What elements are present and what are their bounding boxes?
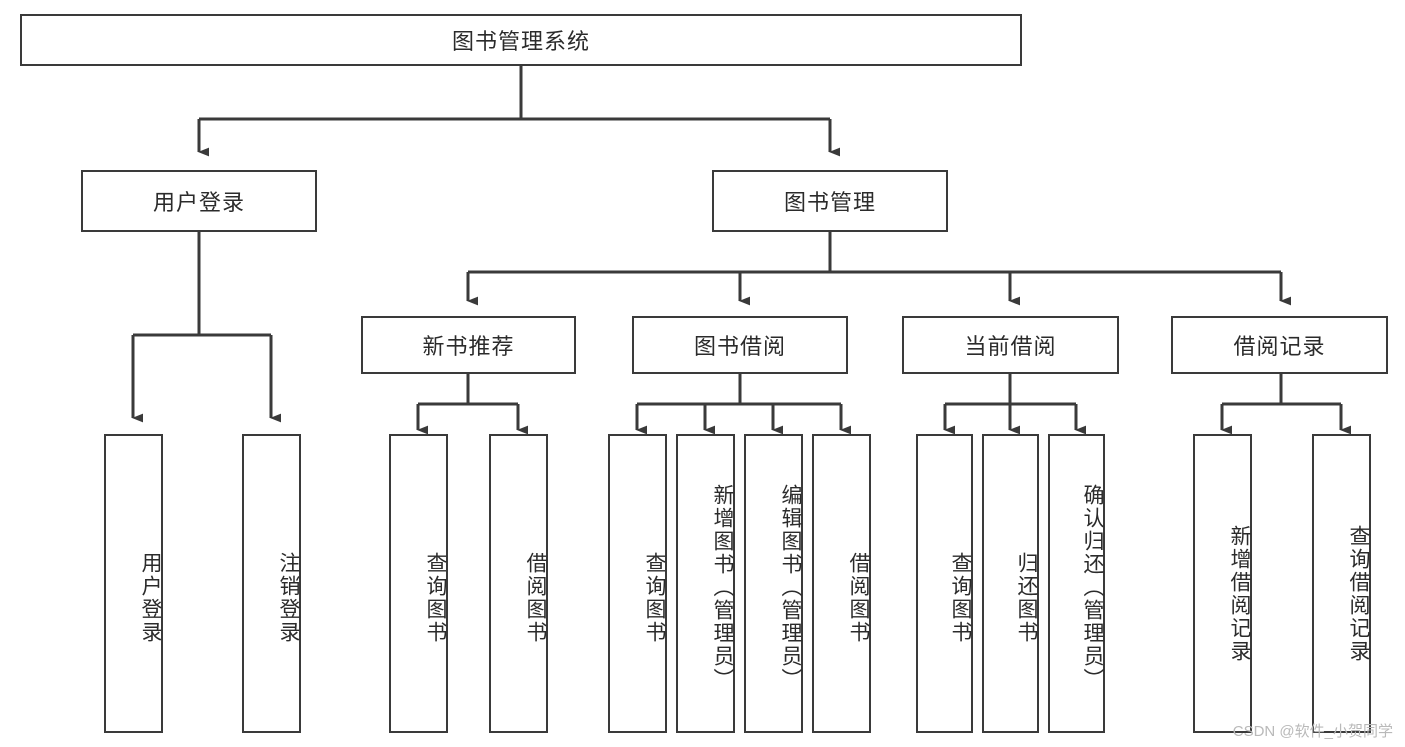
- node-leaf-query-record[interactable]: 查询借阅记录: [1312, 434, 1371, 733]
- node-leaf-query-record-label: 查询借阅记录: [1347, 524, 1370, 663]
- node-root-label: 图书管理系统: [451, 29, 590, 54]
- node-leaf-borrow-book-2-label: 借阅图书: [847, 551, 870, 644]
- node-leaf-query-book-2[interactable]: 查询图书: [608, 434, 667, 733]
- node-leaf-confirm-return-label: 确认归还（管理员）: [1081, 484, 1104, 691]
- node-leaf-return-book[interactable]: 归还图书: [982, 434, 1039, 733]
- node-leaf-borrow-book-2[interactable]: 借阅图书: [812, 434, 871, 733]
- node-leaf-return-book-label: 归还图书: [1015, 551, 1038, 644]
- node-leaf-query-book-2-label: 查询图书: [643, 551, 666, 644]
- node-root[interactable]: 图书管理系统: [20, 14, 1022, 66]
- node-current-borrow-label: 当前借阅: [964, 334, 1057, 359]
- node-leaf-query-book-3-label: 查询图书: [949, 551, 972, 644]
- node-leaf-confirm-return[interactable]: 确认归还（管理员）: [1048, 434, 1105, 733]
- node-leaf-edit-book-label: 编辑图书（管理员）: [779, 484, 802, 691]
- node-leaf-borrow-book-1[interactable]: 借阅图书: [489, 434, 548, 733]
- node-new-book-recommend-label: 新书推荐: [422, 334, 515, 359]
- node-leaf-query-book-1-label: 查询图书: [424, 551, 447, 644]
- node-borrow-record[interactable]: 借阅记录: [1171, 316, 1388, 374]
- node-leaf-borrow-book-1-label: 借阅图书: [524, 551, 547, 644]
- watermark-text: CSDN @软件_小贺同学: [1232, 723, 1393, 740]
- node-current-borrow[interactable]: 当前借阅: [902, 316, 1119, 374]
- node-user-login[interactable]: 用户登录: [81, 170, 317, 232]
- node-leaf-user-logout-label: 注销登录: [277, 551, 300, 644]
- node-book-manage-label: 图书管理: [783, 190, 876, 215]
- node-leaf-query-book-1[interactable]: 查询图书: [389, 434, 448, 733]
- node-leaf-user-login[interactable]: 用户登录: [104, 434, 163, 733]
- node-book-manage[interactable]: 图书管理: [712, 170, 948, 232]
- node-leaf-user-login-label: 用户登录: [139, 551, 162, 644]
- node-leaf-add-book[interactable]: 新增图书（管理员）: [676, 434, 735, 733]
- node-user-login-label: 用户登录: [152, 190, 245, 215]
- node-book-borrow-label: 图书借阅: [693, 334, 786, 359]
- node-leaf-add-record[interactable]: 新增借阅记录: [1193, 434, 1252, 733]
- node-leaf-query-book-3[interactable]: 查询图书: [916, 434, 973, 733]
- node-leaf-user-logout[interactable]: 注销登录: [242, 434, 301, 733]
- node-leaf-edit-book[interactable]: 编辑图书（管理员）: [744, 434, 803, 733]
- node-leaf-add-book-label: 新增图书（管理员）: [711, 484, 734, 691]
- node-borrow-record-label: 借阅记录: [1233, 334, 1326, 359]
- node-leaf-add-record-label: 新增借阅记录: [1228, 524, 1251, 663]
- node-new-book-recommend[interactable]: 新书推荐: [361, 316, 576, 374]
- node-book-borrow[interactable]: 图书借阅: [632, 316, 848, 374]
